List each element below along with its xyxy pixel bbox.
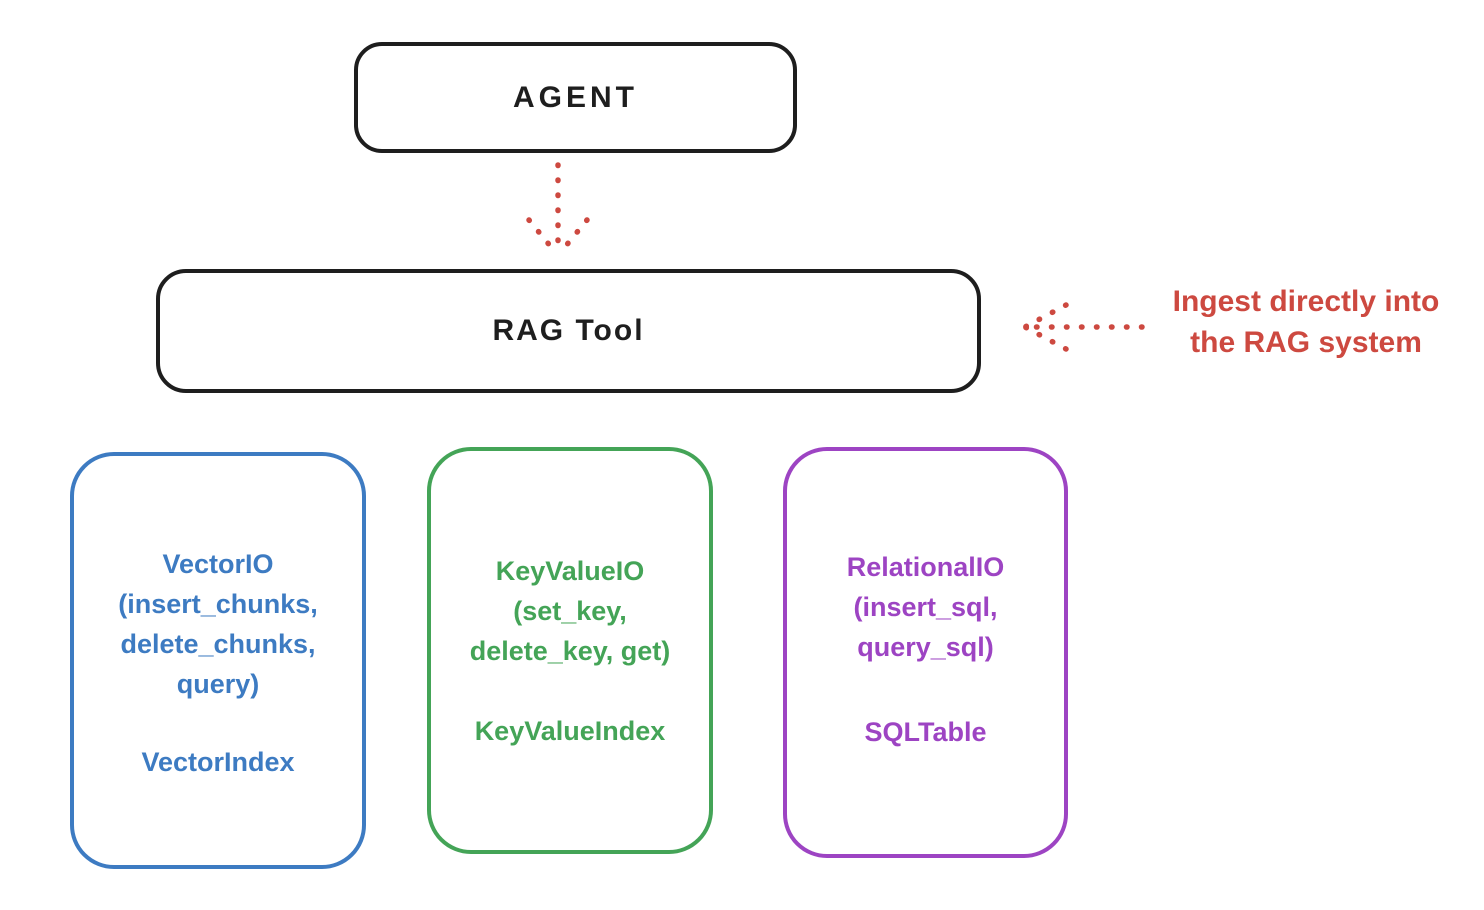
keyvalue-index-label: KeyValueIndex [474, 716, 666, 746]
store-line: delete_key, get) [469, 636, 671, 666]
store-line: query) [176, 669, 260, 699]
ingest-annotation-line: Ingest directly into [1172, 285, 1440, 318]
ingest-arrow-icon [1022, 302, 1145, 352]
vector-index-label: VectorIndex [141, 747, 295, 777]
store-line: delete_chunks, [120, 629, 316, 659]
keyvalue-io-box: KeyValueIO (set_key, delete_key, get) Ke… [427, 447, 713, 854]
agent-box: AGENT [354, 42, 797, 153]
store-line: (insert_sql, [853, 592, 998, 622]
store-line: (insert_chunks, [118, 589, 318, 619]
sql-table-label: SQLTable [864, 717, 987, 747]
store-line: RelationalIO [846, 552, 1005, 582]
relational-io-box: RelationalIO (insert_sql, query_sql) SQL… [783, 447, 1068, 858]
store-line: VectorIO [162, 549, 274, 579]
rag-tool-label: RAG Tool [492, 314, 645, 347]
rag-tool-box: RAG Tool [156, 269, 981, 393]
ingest-annotation: Ingest directly into the RAG system [1138, 281, 1474, 363]
ingest-annotation-line: the RAG system [1190, 326, 1422, 359]
arrow-down-icon [526, 162, 590, 256]
store-line: (set_key, [513, 596, 627, 626]
store-line: KeyValueIO [495, 556, 645, 586]
agent-label: AGENT [513, 80, 638, 114]
store-line: query_sql) [857, 632, 994, 662]
vector-io-box: VectorIO (insert_chunks, delete_chunks, … [70, 452, 366, 869]
